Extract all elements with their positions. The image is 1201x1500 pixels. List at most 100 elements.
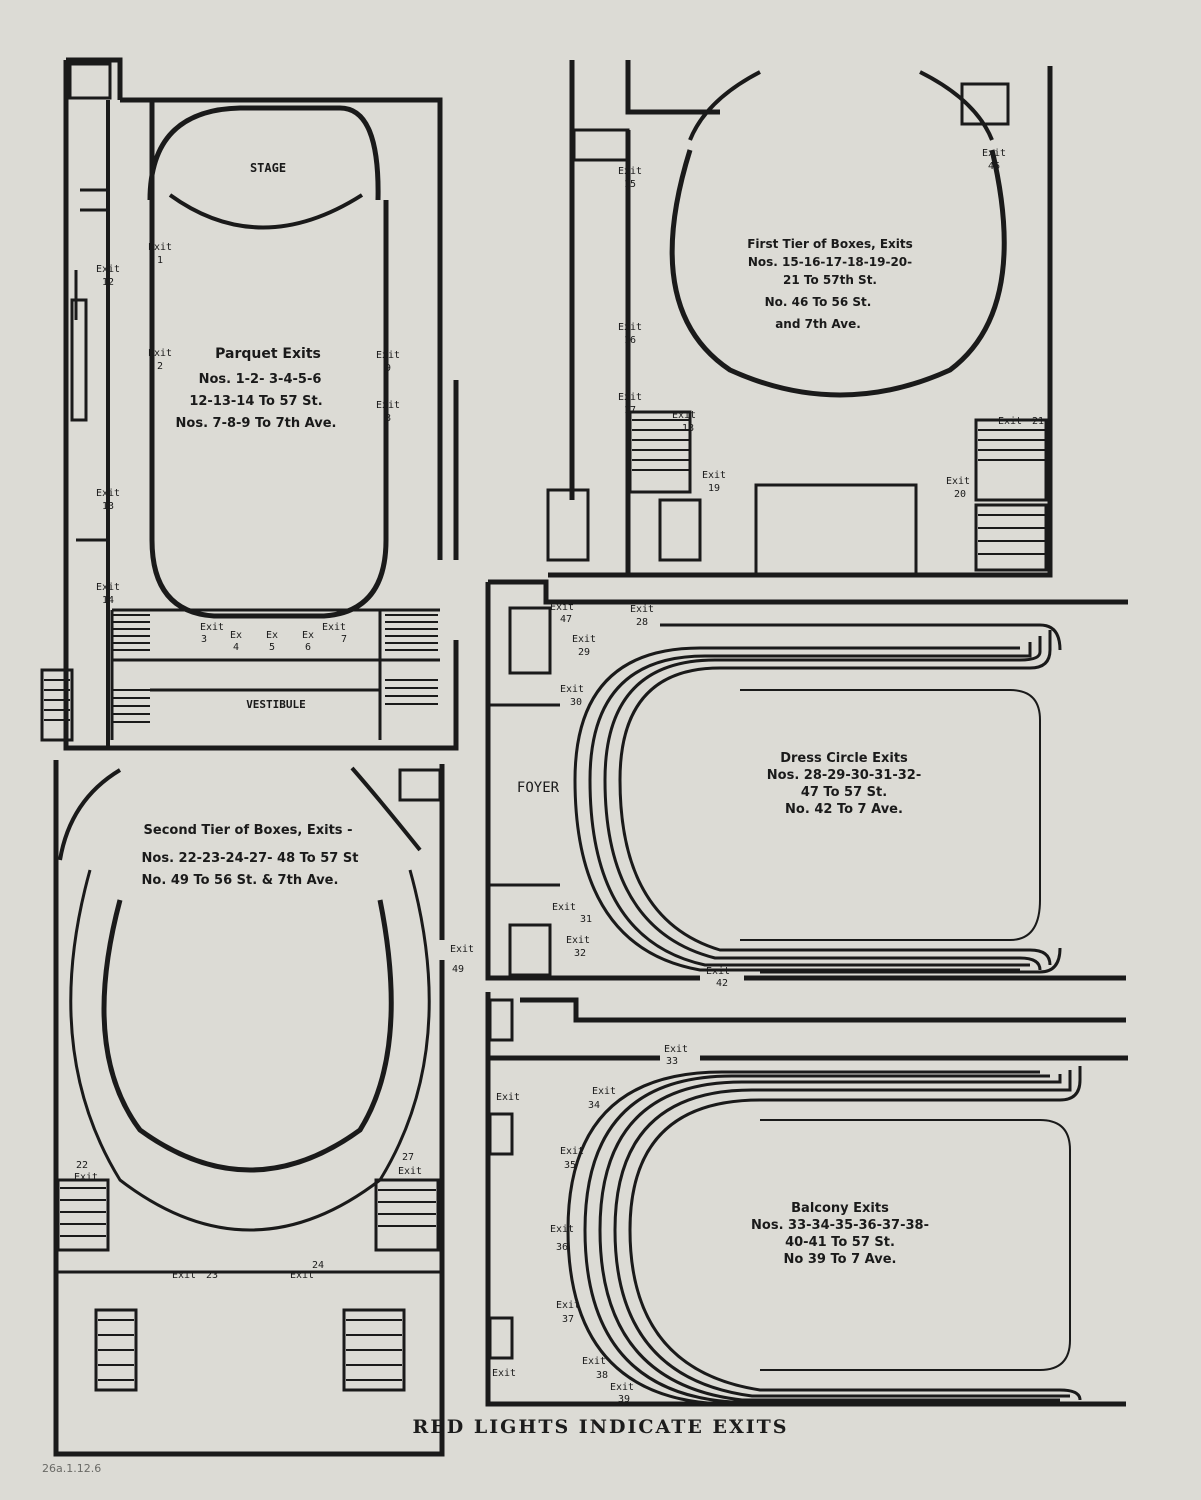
dress-circle-title: Dress Circle Exits [780,751,908,766]
parquet-line: Nos. 1-2- 3-4-5-6 [199,372,322,387]
exit-marker: Exit 15 [618,166,642,190]
svg-text:27: 27 [402,1152,414,1163]
svg-text:Exit: Exit [618,166,642,177]
svg-text:Ex: Ex [230,630,242,641]
exit-marker: Exit 14 [96,582,120,606]
svg-text:Exit: Exit [566,935,590,946]
svg-text:Exit: Exit [706,966,730,977]
svg-text:Exit: Exit [946,476,970,487]
vestibule-label: VESTIBULE [246,698,306,711]
svg-text:46: 46 [988,161,1000,172]
stage-label: STAGE [250,161,286,175]
svg-text:Exit: Exit [322,622,346,633]
svg-text:12: 12 [102,277,114,288]
svg-text:Exit: Exit [556,1300,580,1311]
svg-text:Exit: Exit [610,1382,634,1393]
svg-text:34: 34 [588,1100,600,1111]
svg-text:9: 9 [385,363,391,374]
svg-text:2: 2 [157,361,163,372]
balcony-plan [485,992,1128,1407]
svg-text:14: 14 [102,595,114,606]
exit-marker: Exit 21 [998,416,1044,427]
balcony-line: No 39 To 7 Ave. [784,1252,897,1267]
svg-text:Exit: Exit [148,242,172,253]
svg-text:13: 13 [102,501,114,512]
svg-text:Exit: Exit [398,1166,422,1177]
svg-text:Exit: Exit [96,264,120,275]
first-tier-labels: First Tier of Boxes, Exits Nos. 15-16-17… [747,237,913,331]
exit-marker: Exit 12 [96,264,120,288]
svg-text:Exit: Exit [982,148,1006,159]
exit-marker: Ex4 [230,630,242,653]
parquet-plan [40,57,459,751]
svg-text:23: 23 [206,1270,218,1281]
exit-marker: Exit 46 [982,148,1006,172]
svg-text:Exit: Exit [560,684,584,695]
first-tier-line: First Tier of Boxes, Exits [747,237,913,251]
svg-text:38: 38 [596,1370,608,1381]
svg-text:18: 18 [682,423,694,434]
exit-marker: Exit 2 [148,348,172,372]
exit-marker: Exit 1 [148,242,172,266]
svg-text:Exit: Exit [550,602,574,613]
svg-text:39: 39 [618,1394,630,1405]
second-tier-line: No. 49 To 56 St. & 7th Ave. [142,873,339,888]
svg-text:33: 33 [666,1056,678,1067]
svg-text:6: 6 [305,642,311,653]
parquet-line: 12-13-14 To 57 St. [189,394,322,409]
svg-text:37: 37 [562,1314,574,1325]
svg-text:Exit: Exit [664,1044,688,1055]
first-tier-line: Nos. 15-16-17-18-19-20- [748,255,912,269]
svg-text:Exit: Exit [376,350,400,361]
dress-circle-labels: FOYER Dress Circle Exits Nos. 28-29-30-3… [517,751,921,817]
svg-text:20: 20 [954,489,966,500]
svg-text:35: 35 [564,1160,576,1171]
second-tier-labels: Second Tier of Boxes, Exits - Nos. 22-23… [142,823,359,888]
exit-marker: Exit 17 [618,392,642,416]
dress-circle-line: 47 To 57 St. [801,785,887,800]
svg-text:21: 21 [1032,416,1044,427]
svg-text:Exit: Exit [148,348,172,359]
svg-text:Exit: Exit [376,400,400,411]
parquet-labels: STAGE VESTIBULE Parquet Exits Nos. 1-2- … [176,161,337,711]
exit-marker: Exit 37 [556,1300,580,1325]
svg-text:Exit: Exit [998,416,1022,427]
svg-text:17: 17 [624,405,636,416]
svg-text:47: 47 [560,614,572,625]
svg-text:Exit: Exit [618,392,642,403]
svg-text:3: 3 [201,634,207,645]
second-tier-line: Second Tier of Boxes, Exits - [144,823,353,838]
balcony-line: Nos. 33-34-35-36-37-38- [751,1218,929,1233]
svg-text:Exit: Exit [450,944,474,955]
svg-text:Exit: Exit [496,1092,520,1103]
svg-text:Exit: Exit [96,582,120,593]
foyer-label: FOYER [517,780,560,796]
archive-mark: 26a.1.12.6 [42,1462,102,1475]
first-tier-line: 21 To 57th St. [783,273,877,287]
svg-text:30: 30 [570,697,582,708]
balcony-rows [566,1066,1082,1406]
svg-text:1: 1 [157,255,163,266]
svg-text:24: 24 [312,1260,324,1271]
svg-text:Exit: Exit [630,604,654,615]
svg-text:15: 15 [624,179,636,190]
second-tier-line: Nos. 22-23-24-27- 48 To 57 St [142,851,359,866]
svg-text:Exit: Exit [552,902,576,913]
